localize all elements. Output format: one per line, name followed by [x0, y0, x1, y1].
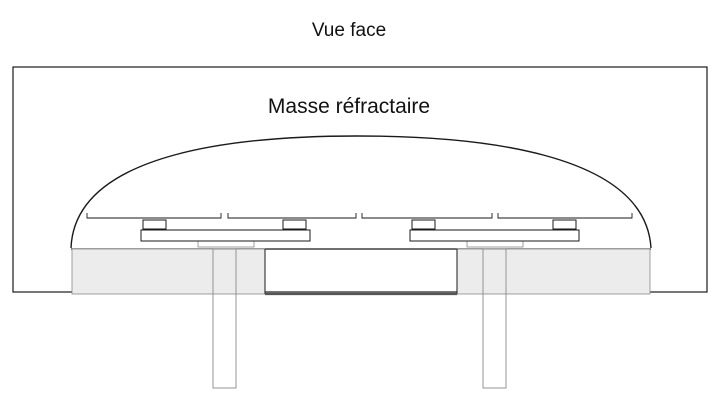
refractory-dome — [70, 135, 652, 249]
refractory-mass-label: Masse réfractaire — [268, 95, 430, 118]
support-leg-right — [482, 248, 507, 389]
burner-block-2 — [282, 219, 307, 230]
heating-bar-2 — [227, 213, 357, 219]
heating-bar-4 — [497, 213, 633, 219]
burner-plate-right — [409, 229, 580, 242]
base-block-right — [456, 248, 651, 295]
heating-element-bars — [86, 213, 633, 219]
leg-cap-right — [466, 240, 524, 248]
support-leg-left — [212, 248, 237, 389]
burner-block-3 — [411, 219, 436, 230]
leg-cap-left — [197, 240, 255, 248]
outer-enclosure — [12, 66, 708, 293]
heating-bar-3 — [361, 213, 493, 219]
burner-block-4 — [552, 219, 577, 230]
base-block-left — [71, 248, 266, 295]
burner-plate-left — [140, 229, 311, 242]
view-title: Vue face — [312, 20, 386, 41]
heating-bar-1 — [86, 213, 222, 219]
burner-block-1 — [142, 219, 167, 230]
